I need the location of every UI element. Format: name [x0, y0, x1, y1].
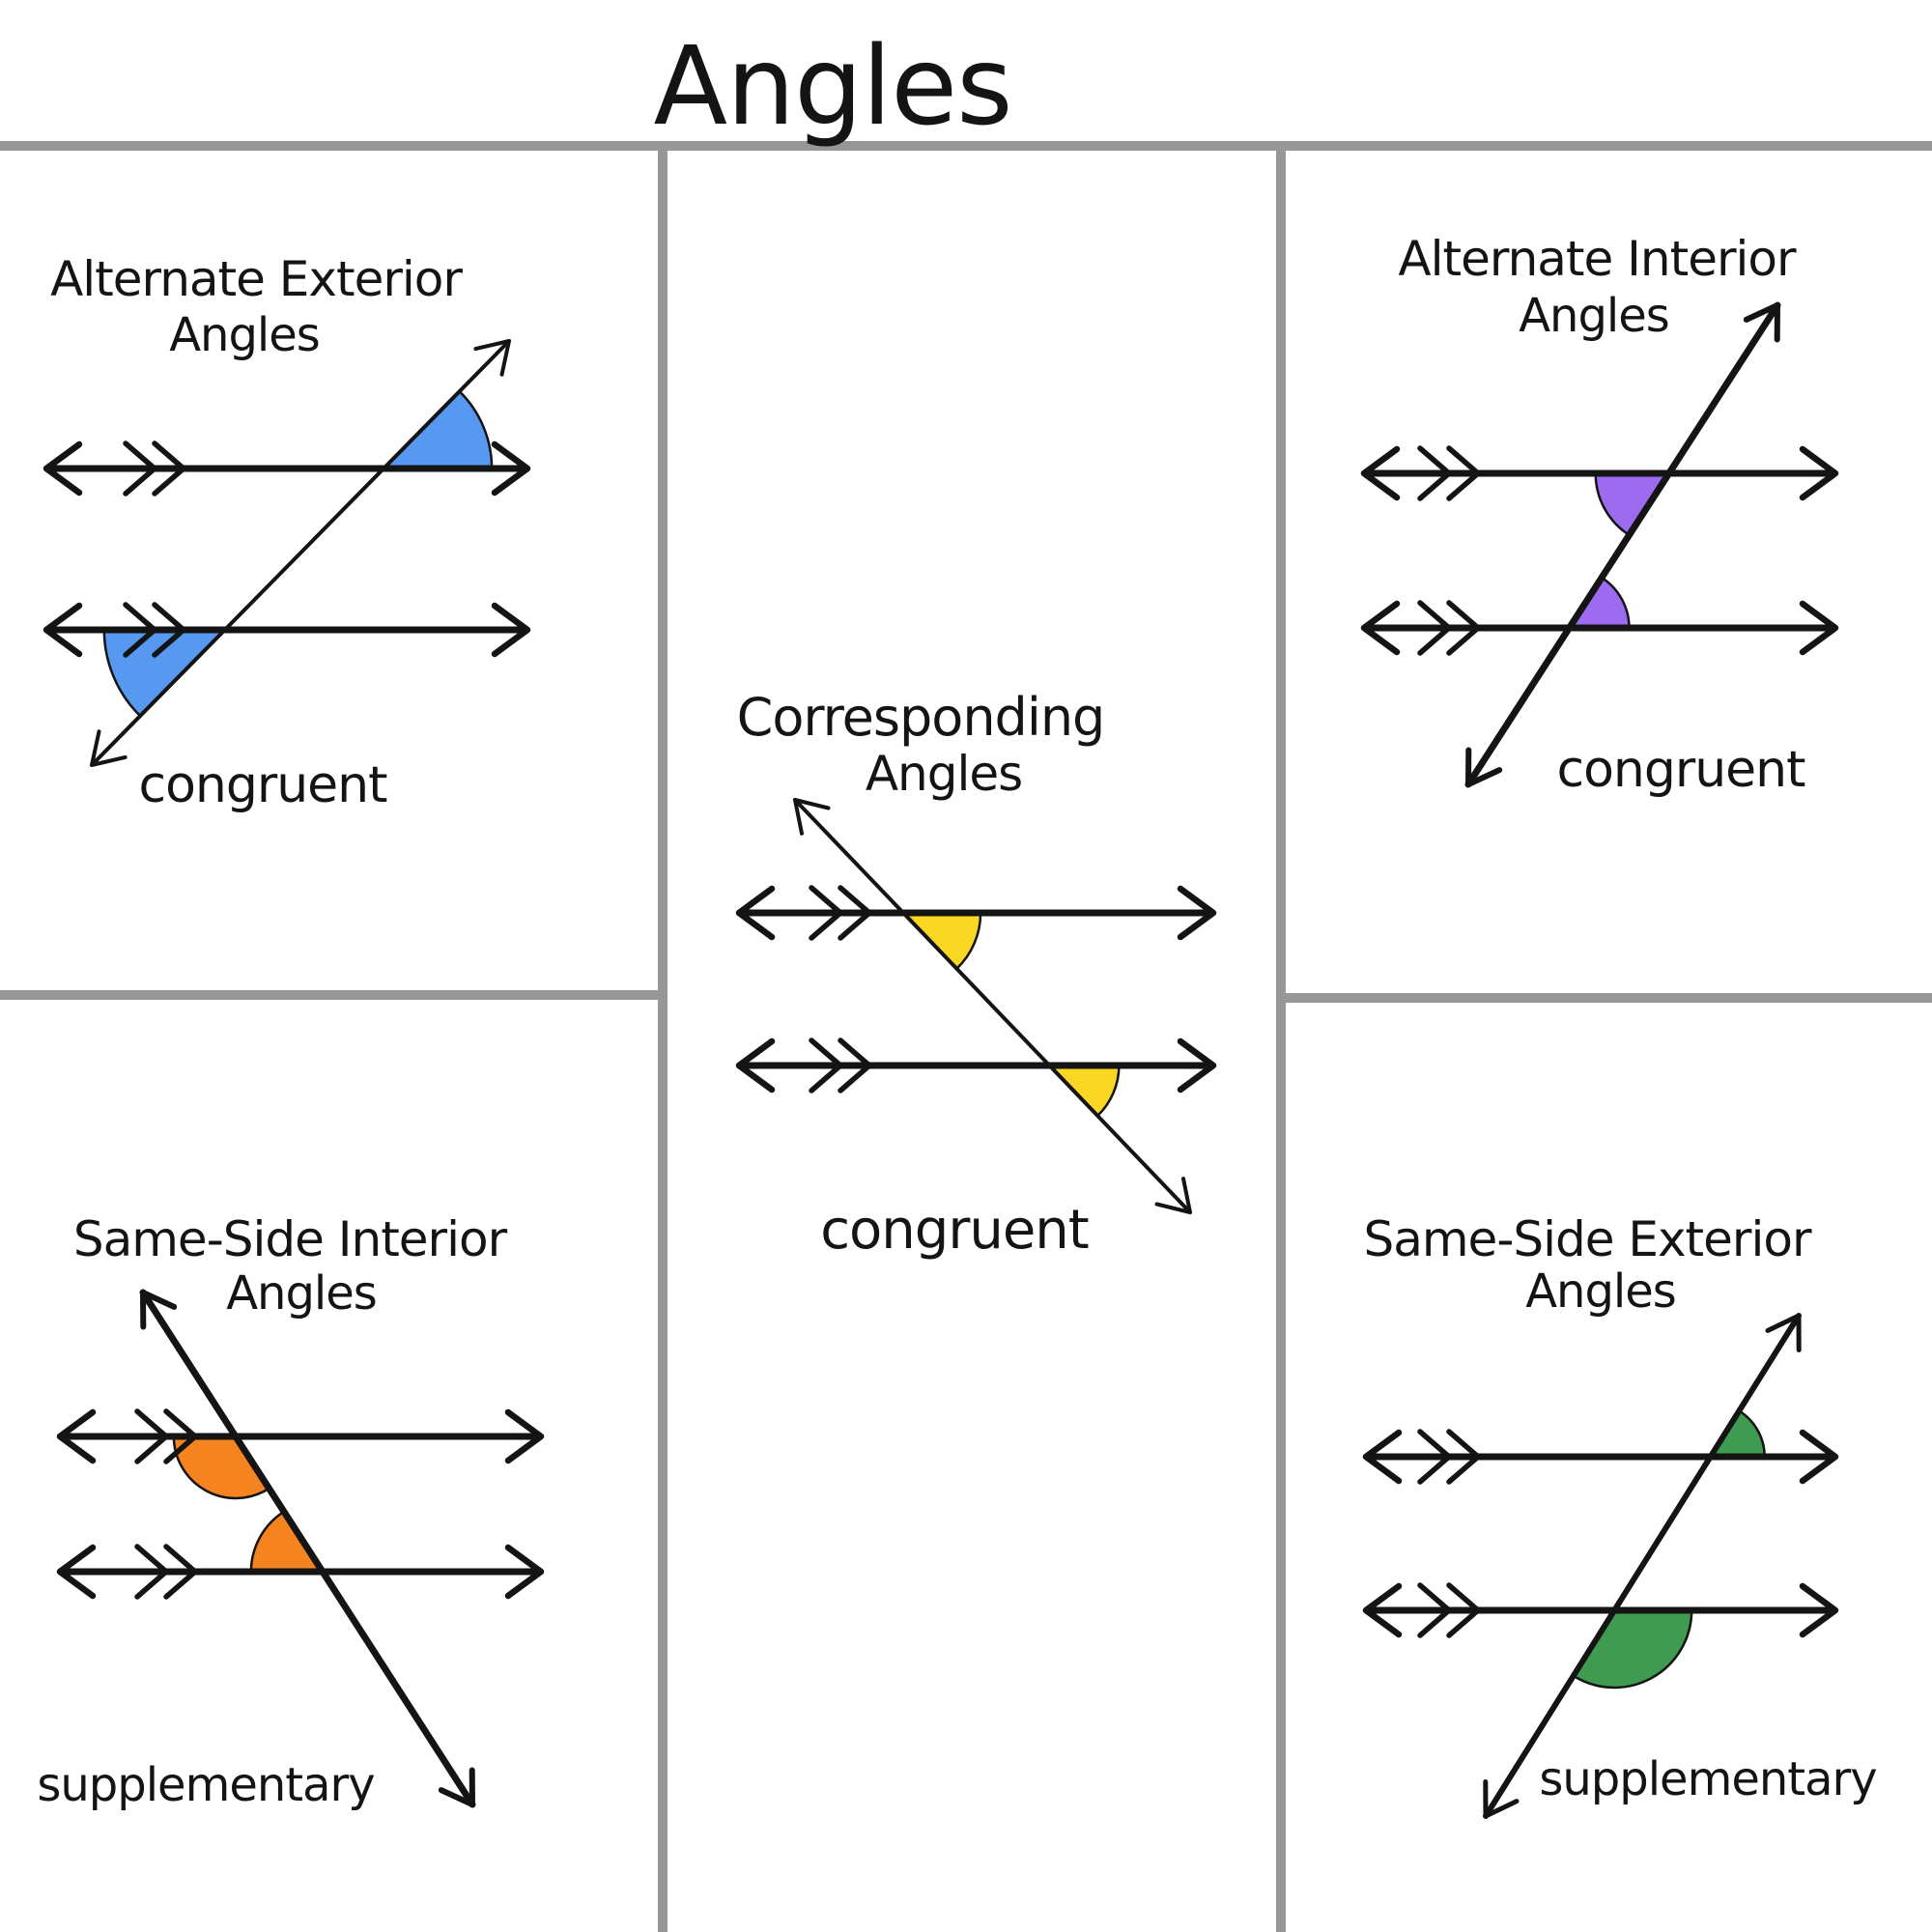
arrowhead-icon — [1360, 600, 1401, 656]
parallel-mark-icon — [1446, 1429, 1481, 1485]
figure-same-side-exterior — [1362, 1313, 1839, 1819]
arrowhead-icon — [491, 602, 531, 658]
transversal-line — [139, 1289, 476, 1808]
arrowhead-icon — [1799, 600, 1839, 656]
angle-wedge — [1048, 1064, 1121, 1118]
parallel-mark-icon — [163, 1544, 198, 1600]
transversal-line — [90, 339, 511, 767]
arrowhead-icon — [504, 1408, 545, 1464]
parallel-mark-icon — [152, 602, 186, 658]
page-title: Angles — [653, 24, 1012, 150]
angle-wedge — [102, 628, 227, 718]
arrowhead-icon — [90, 729, 128, 767]
parallel-mark-icon — [152, 440, 186, 497]
parallel-mark-icon — [1417, 445, 1452, 501]
panel-heading-line2: Angles — [169, 308, 321, 362]
panel-heading-line2: Angles — [865, 746, 1023, 802]
figure-corresponding — [735, 798, 1217, 1214]
arrowhead-icon — [473, 339, 511, 377]
transversal-line — [793, 798, 1192, 1214]
parallel-mark-icon — [1417, 1429, 1452, 1485]
angle-wedge — [382, 389, 494, 470]
parallel-mark-icon — [809, 1037, 843, 1094]
panel-heading-line1: Same-Side Interior — [72, 1211, 507, 1267]
panel-heading-line2: Angles — [1525, 1264, 1677, 1319]
panel-heading-line1: Corresponding — [736, 687, 1106, 748]
arrowhead-icon — [56, 1544, 97, 1600]
arrowhead-icon — [1154, 1177, 1192, 1214]
arrowhead-icon — [1799, 1582, 1839, 1638]
parallel-mark-icon — [123, 440, 157, 497]
transversal-line — [1483, 1313, 1802, 1819]
arrowhead-icon — [1765, 1313, 1802, 1352]
arrowhead-icon — [793, 798, 831, 836]
parallel-mark-icon — [1417, 600, 1452, 656]
figure-alternate-interior — [1360, 301, 1839, 788]
relationship-label: supplementary — [1539, 1752, 1877, 1806]
parallel-mark-icon — [163, 1408, 198, 1464]
arrowhead-icon — [1362, 1429, 1403, 1485]
arrowhead-icon — [1465, 747, 1503, 787]
panel-heading-line2: Angles — [1519, 289, 1670, 343]
arrowhead-icon — [1177, 1037, 1217, 1094]
arrowhead-icon — [56, 1408, 97, 1464]
arrowhead-icon — [1743, 302, 1780, 343]
arrowhead-icon — [491, 440, 531, 497]
panel-borders — [0, 141, 1932, 1932]
transversal-line — [1464, 301, 1781, 788]
relationship-label: supplementary — [37, 1758, 375, 1812]
relationship-label: congruent — [820, 1199, 1090, 1262]
parallel-mark-icon — [838, 885, 872, 941]
figure-same-side-interior — [56, 1289, 545, 1808]
arrowhead-icon — [1177, 885, 1217, 941]
arrowhead-icon — [1799, 1429, 1839, 1485]
parallel-mark-icon — [1446, 1582, 1481, 1638]
parallel-mark-icon — [838, 1037, 872, 1094]
panel-heading-line1: Alternate Exterior — [50, 251, 463, 307]
arrowhead-icon — [735, 1037, 776, 1094]
parallel-mark-icon — [134, 1544, 169, 1600]
arrowhead-icon — [735, 885, 776, 941]
arrowhead-icon — [43, 440, 83, 497]
arrowhead-icon — [1483, 1779, 1520, 1819]
panel-heading-line2: Angles — [226, 1266, 378, 1321]
relationship-label: congruent — [138, 756, 387, 814]
panel-heading-line1: Same-Side Exterior — [1363, 1211, 1811, 1267]
arrowhead-icon — [504, 1544, 545, 1600]
parallel-mark-icon — [1446, 600, 1481, 656]
parallel-mark-icon — [809, 885, 843, 941]
relationship-label: congruent — [1556, 741, 1805, 799]
arrowhead-icon — [1360, 445, 1401, 501]
parallel-mark-icon — [1417, 1582, 1452, 1638]
arrowhead-icon — [140, 1290, 178, 1330]
arrowhead-icon — [438, 1767, 475, 1807]
arrowhead-icon — [1362, 1582, 1403, 1638]
parallel-mark-icon — [123, 602, 157, 658]
panel-heading-line1: Alternate Interior — [1398, 231, 1796, 287]
arrowhead-icon — [1799, 445, 1839, 501]
parallel-mark-icon — [134, 1408, 169, 1464]
angle-wedge — [901, 911, 982, 971]
arrowhead-icon — [43, 602, 83, 658]
parallel-mark-icon — [1446, 445, 1481, 501]
figure-alternate-exterior — [43, 339, 531, 767]
